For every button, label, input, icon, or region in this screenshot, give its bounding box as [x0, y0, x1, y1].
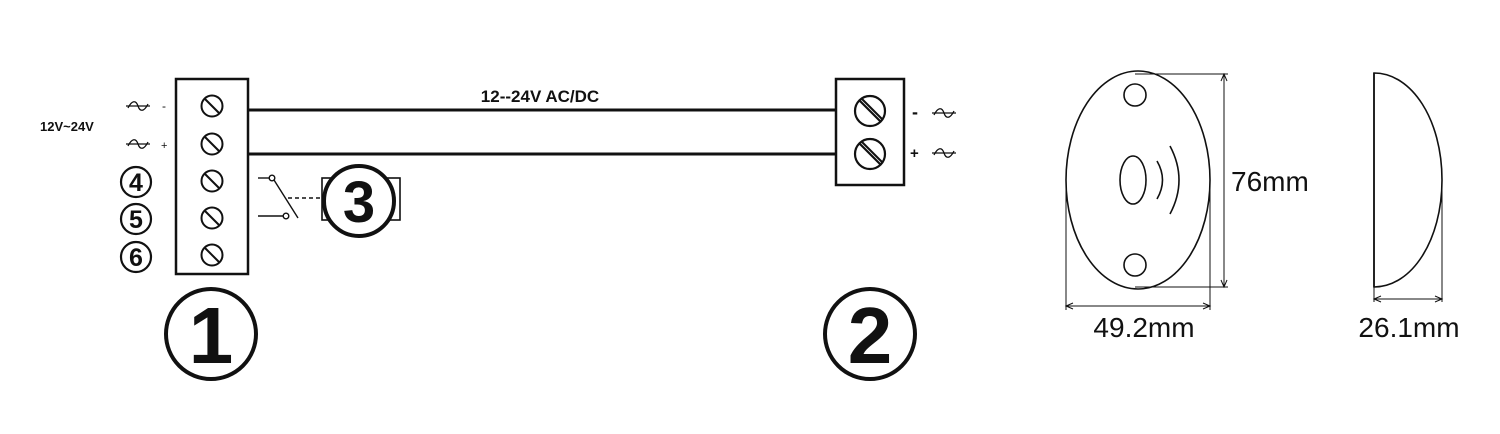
- svg-text:3: 3: [343, 170, 375, 235]
- svg-text:1: 1: [189, 291, 234, 380]
- screw-terminal: [853, 94, 887, 128]
- left-minus-sign: -: [162, 99, 166, 113]
- right-minus-sign: -: [912, 102, 918, 122]
- terminal-number-6: 6: [119, 240, 153, 274]
- svg-text:2: 2: [848, 291, 893, 380]
- depth-dimension-label: 26.1mm: [1358, 312, 1459, 343]
- callout-2: 2: [823, 287, 917, 381]
- callout-1: 1: [164, 287, 258, 381]
- screw-terminal: [200, 94, 224, 118]
- reader-terminal-block: [834, 77, 906, 187]
- screw-terminal: [200, 243, 224, 267]
- controller-terminal-block: [174, 77, 250, 276]
- height-dimension-label: 76mm: [1231, 166, 1309, 197]
- right-plus-sign: +: [910, 145, 919, 162]
- ac-symbol-icon: [126, 139, 150, 149]
- screw-terminal: [200, 169, 224, 193]
- terminal-number-5: 5: [119, 202, 153, 236]
- wireless-signal-icon: [1156, 145, 1180, 215]
- svg-text:5: 5: [129, 206, 143, 234]
- reader-front-view: [1064, 70, 1228, 310]
- terminal-number-4: 4: [119, 165, 153, 199]
- width-dimension-label: 49.2mm: [1093, 312, 1194, 343]
- screw-terminal: [853, 137, 887, 171]
- voltage-range-label: 12V~24V: [40, 119, 94, 134]
- ac-symbol-icon: [932, 108, 956, 118]
- svg-text:4: 4: [129, 169, 143, 197]
- callout-3: 3: [322, 164, 396, 238]
- ac-symbol-icon: [932, 148, 956, 158]
- ac-symbol-icon: [126, 101, 150, 111]
- cable: [248, 108, 836, 156]
- cable-label: 12--24V AC/DC: [481, 87, 599, 106]
- svg-text:6: 6: [129, 244, 143, 272]
- screw-terminal: [200, 206, 224, 230]
- left-plus-sign: +: [161, 140, 167, 152]
- screw-terminal: [200, 132, 224, 156]
- reader-side-view: [1372, 72, 1444, 303]
